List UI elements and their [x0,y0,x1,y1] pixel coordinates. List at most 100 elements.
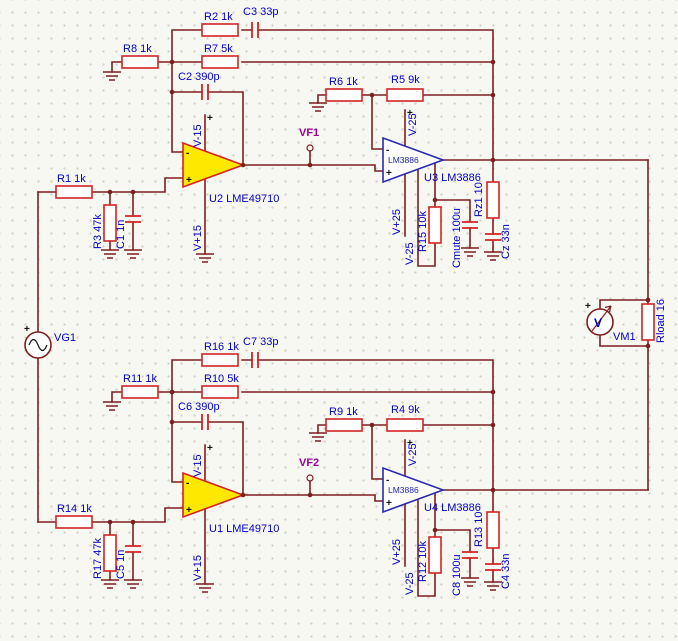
opamp-u2-label: U2 LME49710 [209,193,279,205]
wires-source-and-bridge[interactable] [37,159,649,523]
resistor-r14[interactable]: R14 1k [55,503,93,529]
u3-positive-supply-pin[interactable]: V+25 [391,209,403,235]
u2-negative-supply-pin[interactable]: V-15 + [192,113,213,147]
resistor-r9[interactable]: R9 1k [325,406,363,432]
u2-positive-supply-pin[interactable]: V+15 [192,225,204,251]
ground-icon[interactable] [195,253,215,263]
ground-icon[interactable] [123,249,143,259]
opamp-u2[interactable]: - + U2 LME49710 [182,141,279,205]
power-amp-u3[interactable]: - + LM3886 U3 LM3886 [382,136,481,184]
capacitor-c6[interactable]: C6 390p [178,401,220,430]
resistor-r5[interactable]: R5 9k [386,74,424,102]
capacitor-cz-label: Cz 33n [500,224,512,259]
u1-vpos-label: V+15 [192,555,204,581]
resistor-r8[interactable]: R8 1k [121,43,159,69]
u3-negative-supply-pin[interactable]: V-25 + [407,108,419,136]
ground-symbols [100,71,503,593]
capacitor-c5-label: C5 1n [115,550,127,579]
resistor-r2[interactable]: R2 1k [201,11,239,37]
capacitor-cmute[interactable]: Cmute 100u [451,208,478,268]
ground-icon[interactable] [460,247,480,257]
resistor-r1[interactable]: R1 1k [55,173,93,199]
capacitor-c2-label: C2 390p [178,71,220,83]
u4-vneg-label: V-25 [407,443,419,466]
resistor-r6-label: R6 1k [329,76,358,88]
resistor-rz1[interactable]: Rz1 10 [473,181,500,219]
capacitor-cmute-label: Cmute 100u [451,208,463,268]
wires-top-channel[interactable] [37,29,649,267]
resistor-r10[interactable]: R10 5k [201,373,239,399]
ground-icon[interactable] [460,577,480,587]
u4-part-label: LM3886 [388,485,419,495]
resistor-r4-label: R4 9k [391,404,420,416]
ground-icon[interactable] [102,401,122,411]
resistor-r3[interactable]: R3 47k [92,204,117,249]
ground-icon[interactable] [100,249,120,259]
resistor-r17[interactable]: R17 47k [92,534,117,579]
probe-vf1-label: VF1 [299,127,319,139]
capacitor-c1[interactable]: C1 1n [115,215,141,249]
u4-noninverting-input-mark: + [386,498,392,509]
u1-negative-supply-pin[interactable]: V-15 + [192,443,213,477]
probe-vf1[interactable]: VF1 [299,127,319,152]
u3-negative-supply-pin-2[interactable]: V-25 [404,242,416,265]
capacitor-c7[interactable]: C7 33p [243,336,278,368]
u2-noninverting-input-mark: + [186,175,192,186]
resistor-r10-label: R10 5k [204,373,239,385]
source-vg1[interactable]: + VG1 [24,324,76,359]
ground-icon[interactable] [100,579,120,589]
ground-icon[interactable] [102,71,122,81]
ground-icon[interactable] [195,583,215,593]
resistor-r16[interactable]: R16 1k [201,341,239,367]
resistor-r13[interactable]: R13 10 [473,511,500,549]
vm1-plus-mark: + [585,301,591,312]
u4-vneg2-label: V-25 [404,572,416,595]
capacitor-c3[interactable]: C3 33p [243,6,278,38]
resistor-r7[interactable]: R7 5k [201,43,239,69]
u4-positive-supply-pin[interactable]: V+25 [391,539,403,565]
capacitor-c6-label: C6 390p [178,401,220,413]
ground-icon[interactable] [308,432,328,442]
capacitor-c2[interactable]: C2 390p [178,71,220,100]
resistor-rload[interactable]: Rload 16 [641,299,667,343]
meter-vm1-label: VM1 [613,331,636,343]
ground-icon[interactable] [308,102,328,112]
resistor-r12[interactable]: R12 10k [417,536,442,582]
probe-vf2-label: VF2 [299,457,319,469]
power-amp-u3-label: U3 LM3886 [424,172,481,184]
resistor-r4[interactable]: R4 9k [386,404,424,432]
capacitor-c4[interactable]: C4 33n [485,554,512,589]
meter-vm1[interactable]: V + VM1 [585,301,636,343]
u1-positive-supply-pin[interactable]: V+15 [192,555,204,581]
wires-bottom-channel[interactable] [37,359,649,597]
u1-inverting-input-mark: - [186,478,189,489]
ground-icon[interactable] [123,579,143,589]
resistor-r7-label: R7 5k [204,43,233,55]
capacitor-c8[interactable]: C8 100u [451,551,478,596]
u4-vpos-label: V+25 [391,539,403,565]
u2-inverting-input-mark: - [186,148,189,159]
capacitor-c4-label: C4 33n [500,554,512,589]
resistor-r11[interactable]: R11 1k [121,373,159,399]
opamp-u1-label: U1 LME49710 [209,523,279,535]
u3-noninverting-input-mark: + [386,168,392,179]
u4-negative-supply-pin[interactable]: V-25 + [407,438,419,466]
u1-vneg-plus-mark: + [207,443,213,454]
u4-vneg-plus-mark: + [407,438,413,449]
resistor-r15[interactable]: R15 10k [417,206,442,252]
u3-vpos-label: V+25 [391,209,403,235]
capacitor-cz[interactable]: Cz 33n [485,224,512,259]
wire-segments[interactable] [37,29,649,597]
junction-dots [107,59,651,533]
resistor-r6[interactable]: R6 1k [325,76,363,102]
power-amp-u4[interactable]: - + LM3886 U4 LM3886 [382,466,481,514]
u4-negative-supply-pin-2[interactable]: V-25 [404,572,416,595]
resistor-r8-label: R8 1k [123,43,152,55]
opamp-u1[interactable]: - + U1 LME49710 [182,471,279,535]
capacitor-c5[interactable]: C5 1n [115,545,141,579]
probe-vf2[interactable]: VF2 [299,457,319,482]
resistor-r1-label: R1 1k [57,173,86,185]
resistor-r16-label: R16 1k [204,341,239,353]
